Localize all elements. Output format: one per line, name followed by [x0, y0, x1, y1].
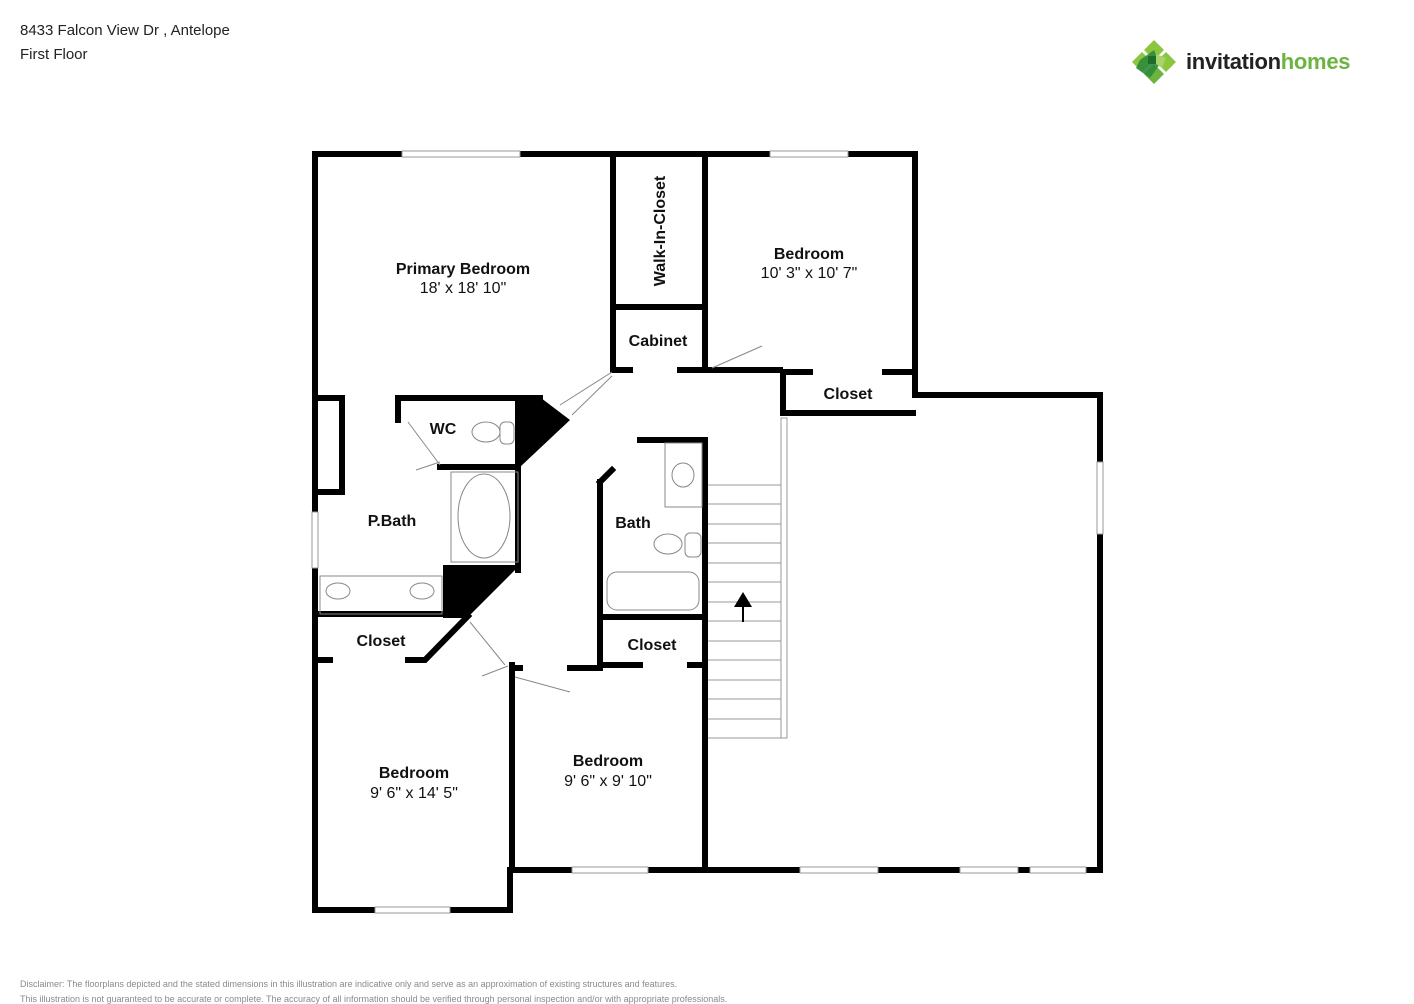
floor-label: First Floor — [20, 46, 88, 63]
disclaimer-line-1: Disclaimer: The floorplans depicted and … — [20, 979, 678, 989]
room-dims-bedroom-sw: 9' 6" x 14' 5" — [370, 785, 458, 802]
logo-mark-icon — [1132, 40, 1176, 84]
room-label-wc: WC — [430, 421, 457, 438]
room-dims-bedroom-ne: 10' 3" x 10' 7" — [761, 265, 858, 282]
room-label-bedroom-sw: Bedroom — [379, 765, 449, 782]
stairs-up-arrow-icon — [734, 592, 752, 622]
property-address: 8433 Falcon View Dr , Antelope — [20, 22, 230, 39]
room-label-walk-in-closet: Walk-In-Closet — [652, 175, 669, 286]
room-label-p-bath: P.Bath — [368, 513, 417, 530]
room-label-bedroom-s: Bedroom — [573, 753, 643, 770]
room-dims-primary-bedroom: 18' x 18' 10" — [420, 280, 507, 297]
room-dims-bedroom-s: 9' 6" x 9' 10" — [564, 773, 652, 790]
room-label-cabinet: Cabinet — [629, 333, 688, 350]
room-label-bedroom-ne: Bedroom — [774, 246, 844, 263]
disclaimer-line-2: This illustration is not guaranteed to b… — [20, 994, 728, 1004]
room-label-closet-ne: Closet — [824, 386, 874, 403]
room-label-primary-bedroom: Primary Bedroom — [396, 261, 530, 278]
staircase — [708, 417, 788, 739]
room-label-bath: Bath — [615, 515, 651, 532]
logo-wordmark: invitationhomes — [1186, 49, 1351, 74]
room-label-closet-w: Closet — [357, 633, 407, 650]
invitation-homes-logo: invitationhomes — [1130, 38, 1351, 86]
room-label-closet-mid: Closet — [628, 637, 678, 654]
